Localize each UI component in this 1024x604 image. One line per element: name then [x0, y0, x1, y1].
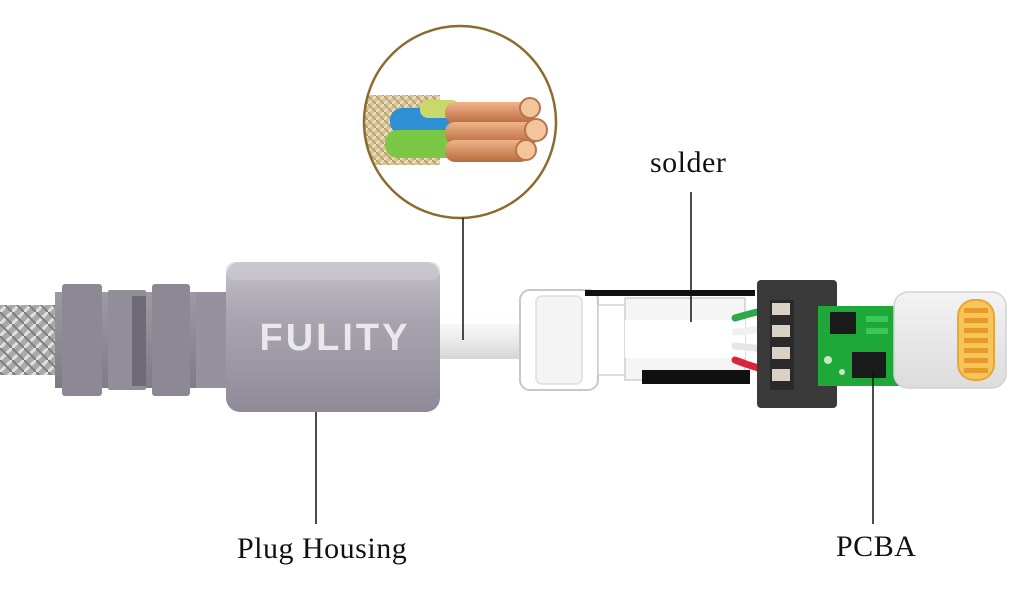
zoom-detail	[362, 24, 558, 220]
lightning-connector	[893, 291, 1007, 389]
plug-housing: FULITY	[226, 262, 440, 412]
strain-relief-boot	[55, 284, 230, 396]
plug-housing-label: Plug Housing	[237, 532, 408, 565]
pcb-board	[818, 306, 902, 386]
solder-label: solder	[650, 146, 727, 179]
copper-strands	[445, 97, 548, 162]
connector-block	[757, 280, 837, 408]
solder-block	[585, 290, 755, 384]
brand-logo: FULITY	[260, 317, 411, 359]
mold-sleeve	[519, 289, 629, 391]
pcba-label: PCBA	[836, 530, 917, 563]
